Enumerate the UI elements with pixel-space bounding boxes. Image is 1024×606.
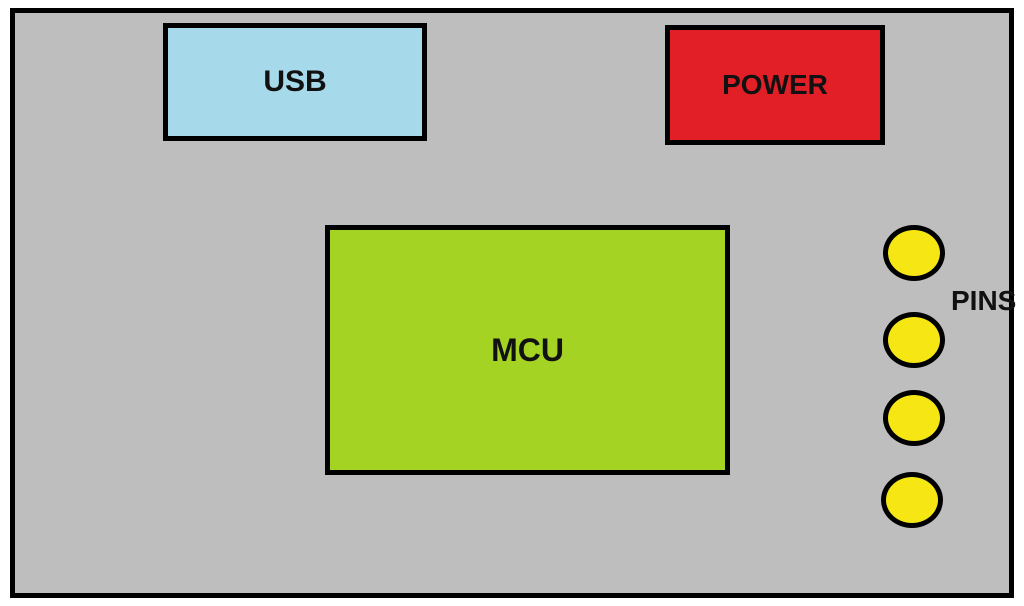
pins-label: PINS	[951, 285, 1017, 316]
circuit-board: USB POWER MCU PINS	[10, 8, 1017, 598]
pin-circle-4	[881, 472, 943, 528]
pin-circle-2	[883, 312, 945, 368]
usb-connector-block: USB	[163, 23, 427, 141]
usb-label: USB	[263, 65, 327, 98]
pin-circle-1	[883, 225, 945, 281]
mcu-label: MCU	[491, 331, 564, 368]
power-label: POWER	[722, 69, 828, 100]
mcu-chip-block: MCU	[325, 225, 730, 475]
pin-circle-3	[883, 390, 945, 446]
power-connector-block: POWER	[665, 25, 885, 145]
